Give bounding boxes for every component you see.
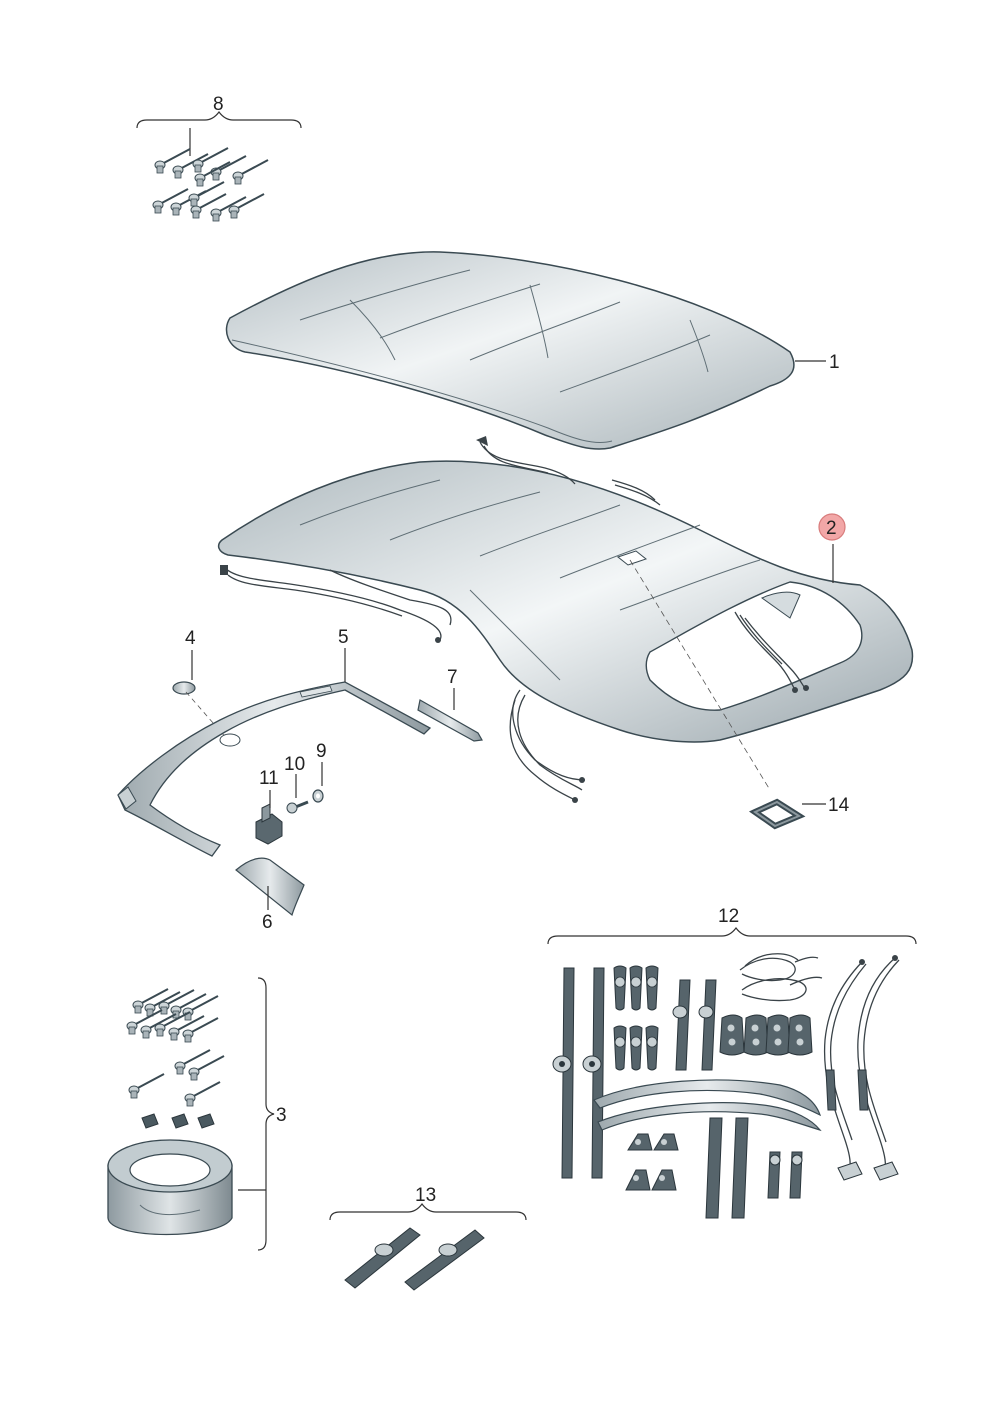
callout-8: 8 xyxy=(213,94,224,115)
highlight-badge-2 xyxy=(818,513,846,541)
callout-6: 6 xyxy=(262,912,273,933)
fixing-kit-part-12 xyxy=(547,927,917,1219)
callout-14: 14 xyxy=(828,795,850,816)
callout-13: 13 xyxy=(415,1185,436,1206)
callout-9: 9 xyxy=(316,741,327,762)
callout-7: 7 xyxy=(447,667,458,688)
repair-kit-part-3 xyxy=(107,977,275,1251)
callout-5: 5 xyxy=(338,627,349,648)
frame-trim-part-5 xyxy=(117,681,432,857)
callout-4: 4 xyxy=(185,628,196,649)
callout-1: 1 xyxy=(829,352,840,373)
screw-part-10 xyxy=(286,800,309,814)
bracket-part-11 xyxy=(255,803,283,845)
callout-10: 10 xyxy=(284,754,305,775)
soft-top-part-2[interactable] xyxy=(217,436,914,803)
callout-11: 11 xyxy=(259,768,279,789)
trim-strip-part-7 xyxy=(417,699,483,742)
callout-2[interactable]: 2 xyxy=(826,518,837,539)
callout-12: 12 xyxy=(718,906,739,927)
rivet-set-part-8 xyxy=(136,111,302,222)
cap-part-4 xyxy=(172,681,229,741)
callout-3: 3 xyxy=(276,1105,287,1126)
frame-part-14 xyxy=(748,798,806,830)
trim-piece-part-6 xyxy=(235,857,305,917)
washer-part-9 xyxy=(312,789,324,803)
roof-cover-part-1 xyxy=(225,251,795,450)
strap-set-part-13 xyxy=(329,1203,527,1291)
